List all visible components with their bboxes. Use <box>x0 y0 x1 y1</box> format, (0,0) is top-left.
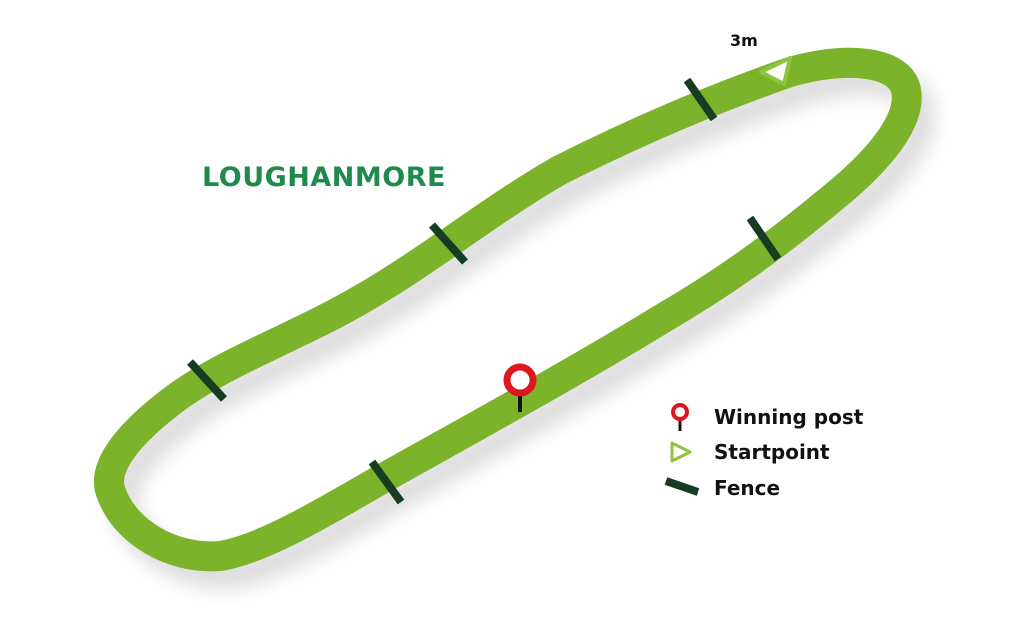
fence-2 <box>429 222 468 265</box>
winning-post-marker <box>503 363 537 412</box>
legend-startpoint-label: Startpoint <box>714 440 830 464</box>
startpoint-icon <box>759 56 792 86</box>
fence-3 <box>187 359 227 402</box>
track <box>94 47 922 572</box>
winning-post-icon <box>503 363 537 397</box>
fence-5 <box>368 459 405 505</box>
legend-startpoint: Startpoint <box>670 440 830 464</box>
fence-4 <box>746 215 782 262</box>
track-shadow <box>108 65 936 590</box>
legend-fence-icon <box>664 477 700 496</box>
fence-1 <box>683 77 718 122</box>
course-title: LOUGHANMORE <box>202 162 446 193</box>
start-distance-label: 3m <box>730 31 758 50</box>
legend-startpoint-icon <box>670 441 692 463</box>
fences <box>187 77 782 505</box>
legend-winning-post: Winning post <box>671 403 864 431</box>
legend-fence-label: Fence <box>714 476 780 500</box>
legend-winning-post-label: Winning post <box>714 405 864 429</box>
legend: Winning post Startpoint Fence <box>664 403 864 500</box>
legend-winning-post-icon <box>671 403 689 421</box>
legend-fence: Fence <box>664 476 780 500</box>
